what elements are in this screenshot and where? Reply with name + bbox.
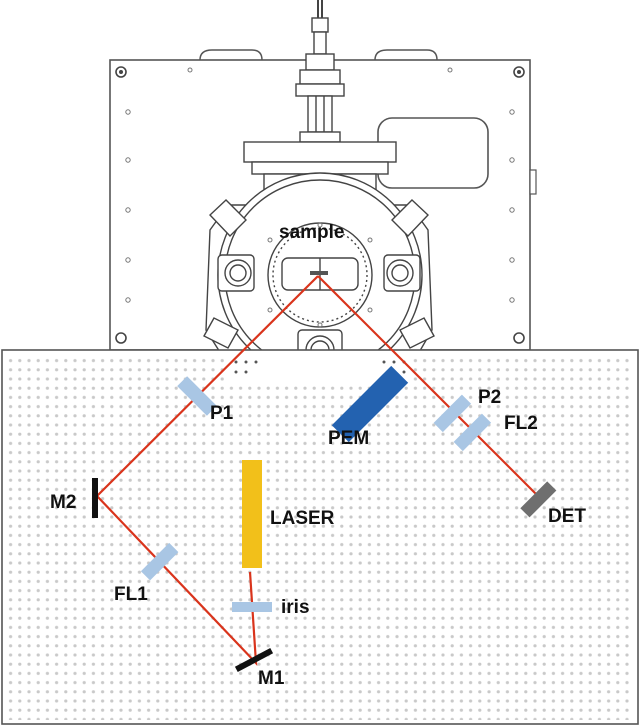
label-laser: LASER (270, 508, 335, 529)
focusing-lens-fl1 (140, 542, 179, 581)
mirror-m1 (234, 647, 274, 673)
optical-components (92, 365, 557, 673)
label-pem: PEM (328, 428, 369, 449)
label-p2: P2 (478, 387, 501, 408)
label-m1: M1 (258, 668, 285, 689)
label-iris: iris (281, 597, 310, 618)
label-sample: sample (279, 222, 344, 243)
mirror-m2 (92, 478, 98, 518)
iris (232, 602, 272, 612)
detector (520, 481, 557, 518)
component-labels: sample P1 P2 PEM FL2 M2 LASER DET FL1 ir… (50, 222, 586, 689)
focusing-lens-fl2 (453, 413, 492, 452)
label-det: DET (548, 506, 586, 527)
sample-holder (310, 271, 328, 275)
polarizer-p2 (433, 394, 472, 433)
polarizer-p1 (177, 376, 217, 416)
photoelastic-modulator (331, 365, 409, 443)
label-fl1: FL1 (114, 584, 148, 605)
label-p1: P1 (210, 403, 234, 424)
optical-table (1, 349, 639, 725)
laser-source (242, 460, 262, 568)
label-fl2: FL2 (504, 413, 538, 434)
label-m2: M2 (50, 492, 76, 513)
reflected-beam (317, 275, 541, 499)
incident-beam (95, 275, 319, 666)
laser-beam-path (95, 275, 541, 666)
